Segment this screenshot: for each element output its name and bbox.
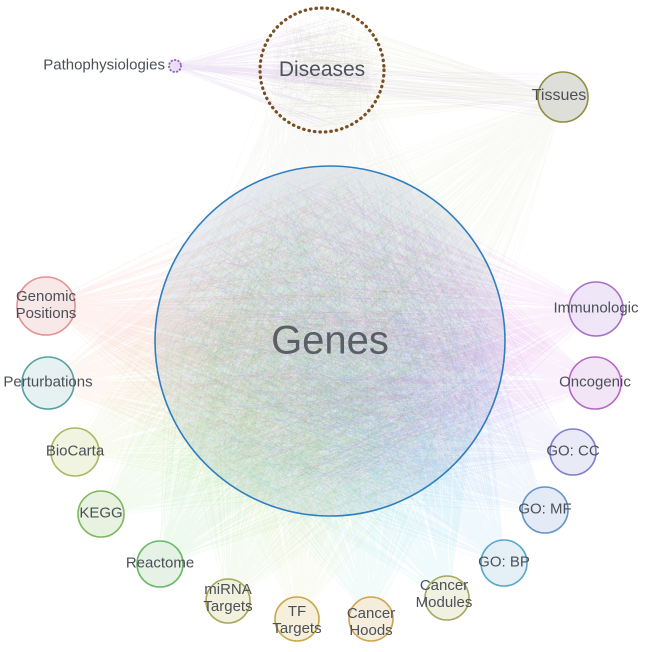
- internal-links-genes: [160, 172, 499, 510]
- edge-bundle-pathophysiologies-diseases: [171, 17, 378, 127]
- edge-bundle-go_bp-genes: [175, 178, 508, 567]
- node-perturbations[interactable]: [21, 356, 75, 410]
- edge-bundle-diseases-genes: [168, 17, 489, 496]
- edge-bundle-tissues-genes: [174, 93, 567, 503]
- edge-bundle-cancer_modules-genes: [173, 183, 488, 602]
- edge-bundle-reactome-genes: [156, 178, 484, 568]
- node-go_cc[interactable]: [549, 428, 597, 476]
- edge-bundle-cancer_hoods-genes: [169, 183, 486, 623]
- node-cancer_hoods[interactable]: [348, 596, 394, 642]
- genes-area-fill: [155, 166, 505, 516]
- node-genes[interactable]: [154, 165, 506, 517]
- node-pathophysiologies[interactable]: [168, 59, 182, 73]
- edge-layer: [42, 11, 600, 623]
- edge-bundle-go_cc-genes: [168, 189, 576, 498]
- node-mirna_targets[interactable]: [205, 578, 251, 624]
- node-immunologic[interactable]: [568, 281, 624, 337]
- node-tissues[interactable]: [537, 71, 589, 123]
- node-tf_targets[interactable]: [274, 596, 320, 642]
- edge-bundle-perturbations-genes: [44, 177, 489, 506]
- edge-bundle-genomic_positions-genes: [42, 176, 482, 499]
- edge-bundle-immunologic-genes: [175, 176, 600, 497]
- edge-bundle-pathophysiologies-tissues: [172, 62, 586, 120]
- node-oncogenic[interactable]: [568, 356, 622, 410]
- node-biocarta[interactable]: [50, 427, 100, 477]
- edge-bundle-mirna_targets-genes: [166, 193, 492, 605]
- edge-bundle-biocarta-genes: [71, 181, 489, 498]
- edge-bundle-go_mf-genes: [173, 177, 549, 514]
- node-reactome[interactable]: [136, 540, 184, 588]
- node-go_bp[interactable]: [480, 539, 528, 587]
- edge-bundle-kegg-genes: [97, 179, 488, 518]
- edge-bundle-tissues-diseases: [266, 12, 567, 128]
- node-go_mf[interactable]: [521, 486, 569, 534]
- node-kegg[interactable]: [77, 490, 125, 538]
- node-diseases[interactable]: [258, 6, 386, 134]
- internal-links-diseases: [263, 11, 380, 130]
- edge-bundle-tf_targets-genes: [182, 180, 483, 623]
- node-genomic_positions[interactable]: [16, 276, 76, 336]
- edge-bundle-oncogenic-genes: [173, 180, 599, 498]
- node-cancer_modules[interactable]: [424, 575, 470, 621]
